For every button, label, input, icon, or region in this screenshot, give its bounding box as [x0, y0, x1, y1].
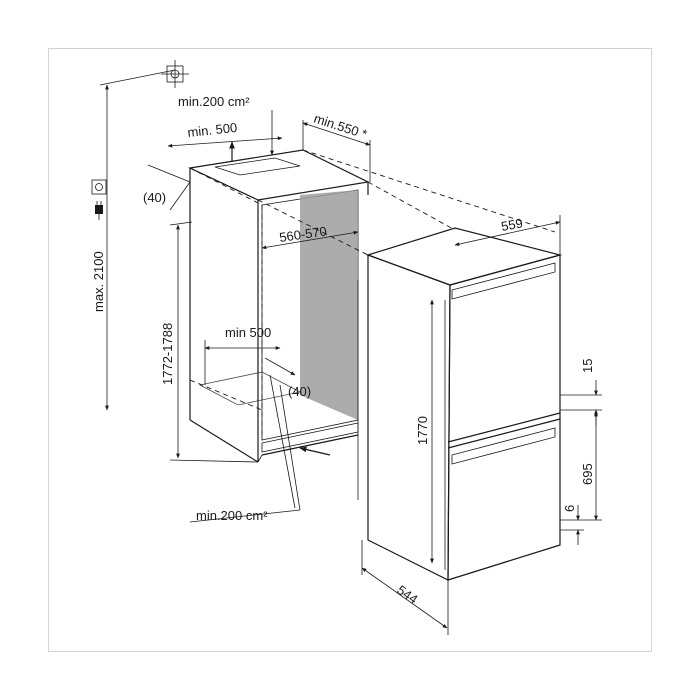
vent-top-area-label: min.200 cm² [178, 94, 250, 109]
upper-door-handle [451, 262, 556, 300]
wall-socket-icon [91, 179, 107, 195]
max-height-label: max. 2100 [91, 251, 106, 312]
projection-line [367, 181, 456, 231]
niche-height-label: 1772-1788 [160, 323, 175, 385]
lower-height-label: 695 [580, 463, 595, 485]
plug-icon [95, 201, 103, 220]
appliance-height-label: 1770 [415, 416, 430, 445]
vent-top-width-label: min. 500 [187, 120, 238, 140]
top-vent-slot [214, 157, 301, 176]
lower-door-handle [451, 427, 556, 465]
vent-bottom-width-label: min 500 [225, 325, 271, 340]
appliance [357, 227, 563, 581]
ceiling-outlet-icon [161, 60, 189, 88]
projection-line [302, 149, 556, 233]
niche-cabinet [187, 141, 370, 463]
gap-15-label: 15 [580, 359, 595, 373]
vent-bottom-area-label: min.200 cm² [196, 508, 268, 523]
niche-depth-label: min.550 * [312, 111, 369, 142]
gap-6-label: 6 [562, 505, 577, 512]
diagram-frame [48, 48, 652, 652]
top-offset-label: (40) [143, 190, 166, 205]
appliance-width-label: 559 [500, 215, 524, 234]
appliance-depth-label: 544 [394, 582, 420, 607]
bottom-offset-label: (40) [288, 384, 311, 399]
niche-width-label: 560-570 [278, 223, 327, 244]
